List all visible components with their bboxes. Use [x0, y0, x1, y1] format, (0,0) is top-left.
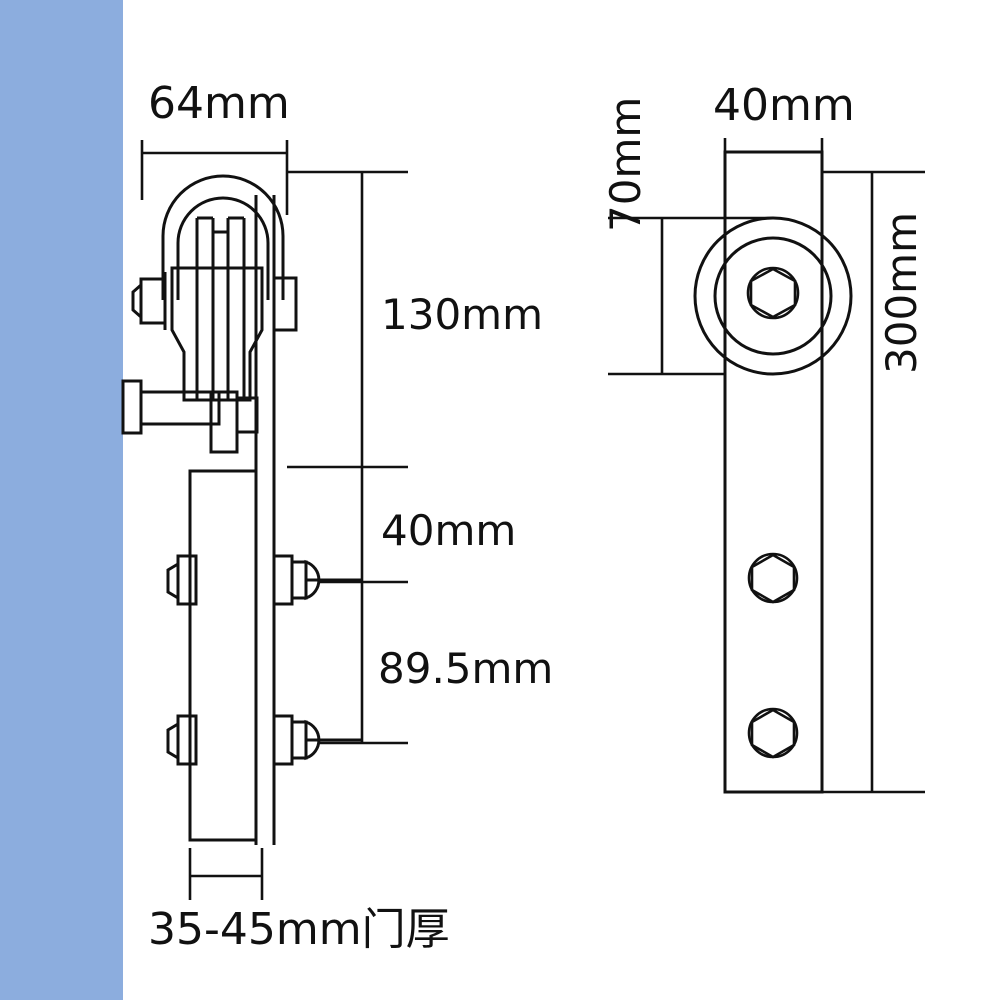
- dim-label-70mm: 70mm: [601, 96, 650, 232]
- center-hex-bolt: [746, 266, 800, 320]
- roller-wheel: [170, 216, 264, 402]
- wheel-ring-outer: [693, 216, 853, 376]
- bolt-upper: [166, 554, 362, 606]
- door-panel: [188, 469, 258, 842]
- lower-spacer-roller: [209, 390, 259, 454]
- bolt-hole-lower: [747, 707, 799, 759]
- axle-nut-right: [272, 276, 298, 332]
- dim-label-130mm: 130mm: [381, 290, 543, 339]
- wall-panel: [0, 0, 123, 1000]
- roller-yoke-outer: [161, 174, 285, 300]
- hanger-strap-plate: [254, 195, 276, 845]
- dim-label-door-thickness: 35-45mm门厚: [148, 904, 450, 955]
- dim-40mm-right: [723, 138, 824, 190]
- dim-label-300mm: 300mm: [877, 212, 926, 374]
- dim-label-89-5mm: 89.5mm: [378, 644, 554, 693]
- wheel-ring-inner: [713, 236, 833, 356]
- dim-label-40mm-strap: 40mm: [713, 80, 855, 131]
- bolt-lower: [166, 714, 362, 766]
- dim-64mm: [140, 140, 289, 215]
- dim-300mm: [822, 170, 925, 794]
- axle-bolt-head: [131, 272, 167, 330]
- strap-body-right: [723, 150, 824, 794]
- roller-yoke-inner: [176, 196, 270, 300]
- bolt-hole-middle: [747, 552, 799, 604]
- dim-ladder-left: [287, 170, 408, 745]
- dim-70mm: [608, 216, 773, 376]
- wall-mount-bracket: [121, 379, 221, 435]
- dim-label-40mm-offset: 40mm: [381, 506, 517, 555]
- dim-door-thickness: [188, 848, 264, 900]
- dim-label-64mm: 64mm: [148, 78, 290, 129]
